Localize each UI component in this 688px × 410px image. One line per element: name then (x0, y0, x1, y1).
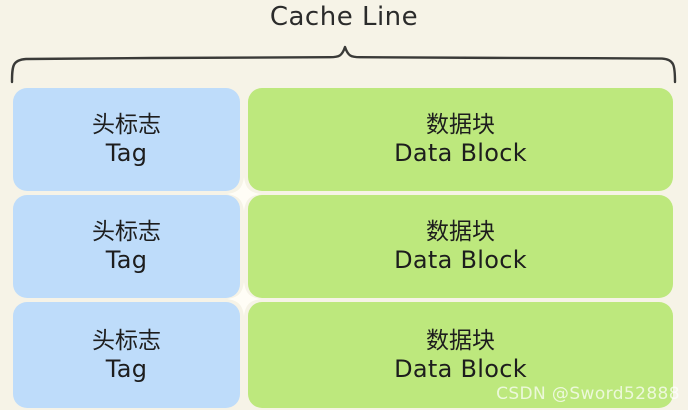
cache-line-brace (0, 44, 688, 90)
data-block-label-en: Data Block (394, 139, 527, 167)
tag-label-en: Tag (105, 139, 148, 167)
curly-brace-horizontal-icon (10, 45, 677, 84)
tag-label-cn: 头标志 (92, 112, 161, 138)
tag-box[interactable]: 头标志 Tag (13, 88, 240, 191)
cache-line-row: 头标志 Tag 数据块 Data Block (13, 195, 673, 298)
tag-label-en: Tag (105, 354, 148, 383)
data-block-box[interactable]: 数据块 Data Block (248, 88, 673, 191)
data-block-label-en: Data Block (394, 354, 527, 383)
watermark: CSDN @Sword52888 (496, 384, 680, 404)
tag-label-en: Tag (105, 246, 148, 274)
data-block-label-cn: 数据块 (426, 219, 495, 245)
tag-box[interactable]: 头标志 Tag (13, 195, 240, 298)
tag-box[interactable]: 头标志 Tag (13, 302, 240, 408)
data-block-label-cn: 数据块 (426, 327, 495, 354)
cache-line-row: 头标志 Tag 数据块 Data Block (13, 302, 673, 408)
data-block-box[interactable]: 数据块 Data Block (248, 195, 673, 298)
data-block-box[interactable]: 数据块 Data Block (248, 302, 673, 408)
tag-label-cn: 头标志 (92, 327, 161, 354)
data-block-label-cn: 数据块 (426, 112, 495, 138)
data-block-label-en: Data Block (394, 246, 527, 274)
page-title: Cache Line (269, 2, 419, 32)
tag-label-cn: 头标志 (92, 219, 161, 245)
cache-line-row: 头标志 Tag 数据块 Data Block (13, 88, 673, 191)
